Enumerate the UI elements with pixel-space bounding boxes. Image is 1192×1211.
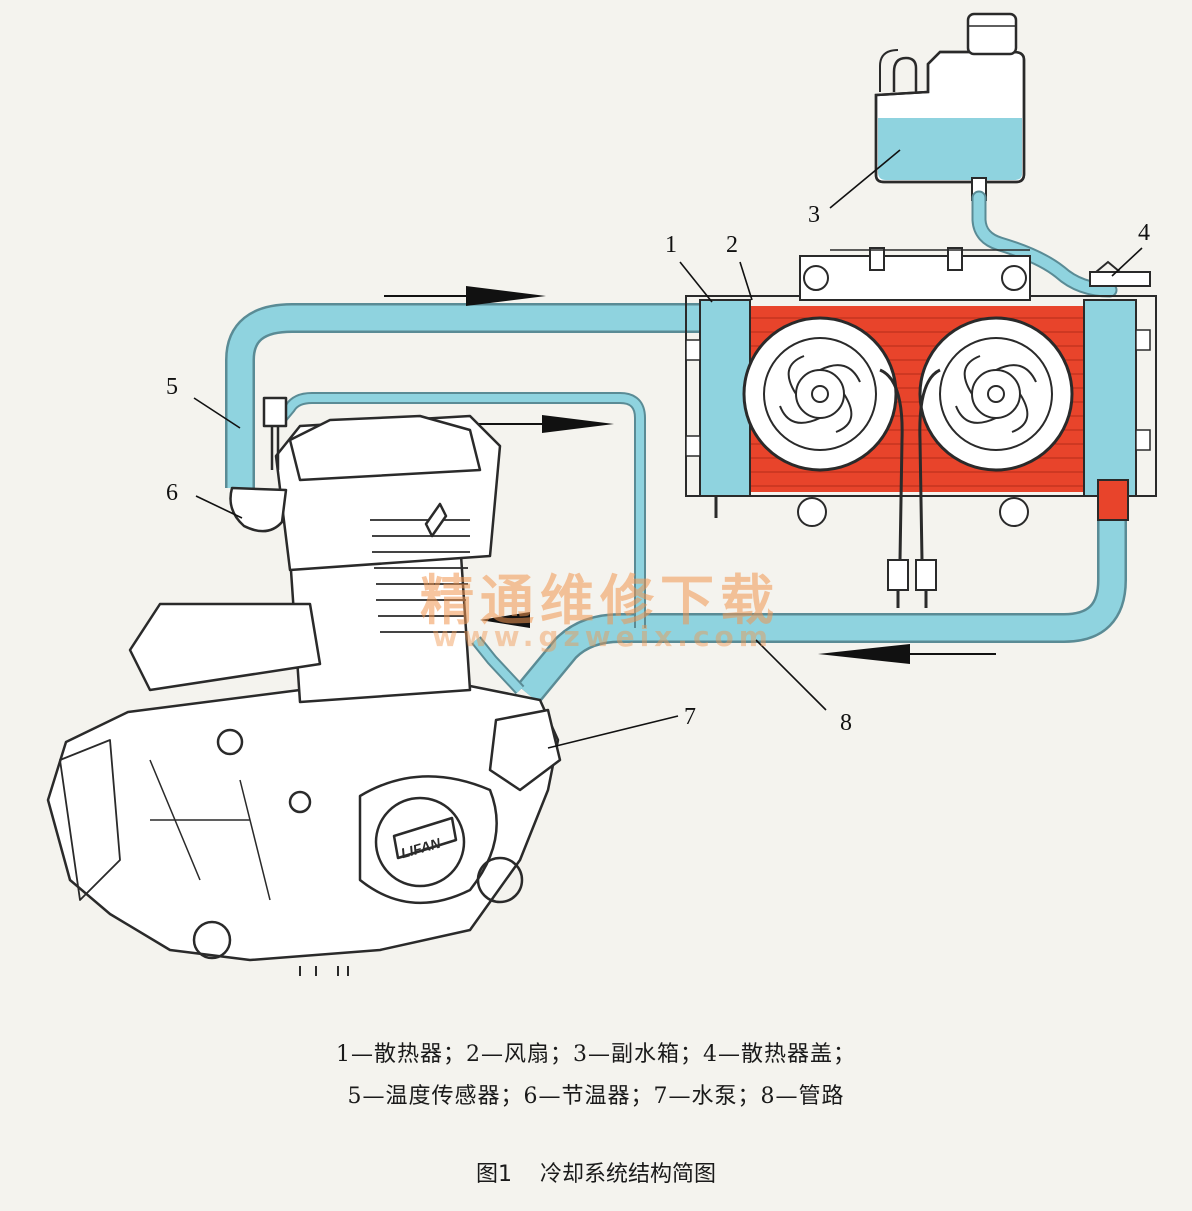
fan-wires — [879, 368, 941, 608]
engine — [46, 396, 562, 976]
callout-leaders — [193, 149, 1143, 749]
temperature-sensor — [262, 396, 288, 428]
legend-line-1: 1—散热器；2—风扇；3—副水箱；4—散热器盖； — [336, 1042, 856, 1067]
fan-left — [742, 316, 898, 472]
callout-4: 4 — [1138, 220, 1150, 246]
callout-1: 1 — [665, 232, 677, 258]
flow-arrow-return — [818, 644, 996, 664]
callout-7: 7 — [684, 704, 696, 730]
figure-title: 冷却系统结构简图 — [539, 1162, 716, 1187]
legend-line-2: 5—温度传感器；6—节温器；7—水泵；8—管路 — [347, 1084, 845, 1109]
watermark-url: www.gzweix.com — [432, 620, 773, 653]
flow-arrow-engine — [480, 612, 530, 628]
callout-5: 5 — [166, 374, 178, 400]
radiator-cap — [1089, 271, 1151, 287]
auxiliary-water-tank — [874, 12, 1026, 201]
fan-right — [918, 316, 1074, 472]
figure-number: 图1 — [475, 1162, 512, 1187]
callout-2: 2 — [726, 232, 738, 258]
callout-6: 6 — [166, 480, 178, 506]
cooling-system-diagram: LIFAN 1 2 3 4 5 6 7 8 — [46, 12, 1157, 976]
watermark-text: 精通维修下载 — [420, 569, 780, 632]
callout-3: 3 — [808, 202, 820, 228]
figure-caption: 图1 冷却系统结构简图 — [0, 1156, 1192, 1188]
flow-arrow-top — [384, 286, 546, 306]
callout-8: 8 — [840, 710, 852, 736]
thermostat-housing — [229, 486, 288, 533]
